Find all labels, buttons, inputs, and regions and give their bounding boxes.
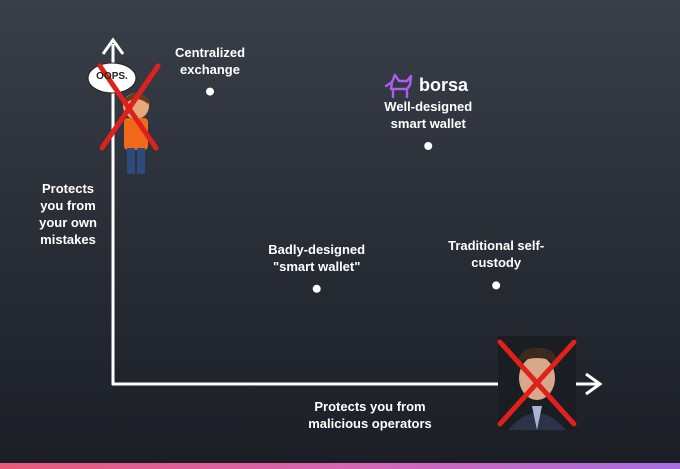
point-label: Traditional self- custody xyxy=(448,238,545,271)
point-dot xyxy=(492,281,501,290)
point-label: Well-designed smart wallet xyxy=(384,99,473,131)
point-dot xyxy=(424,142,433,150)
brand-logo: borsa xyxy=(383,70,468,100)
x-axis-arrowhead xyxy=(585,372,603,396)
person-portrait-icon xyxy=(497,336,577,430)
y-axis-label: Protects you from your own mistakes xyxy=(39,181,97,247)
brand-name: borsa xyxy=(419,74,469,95)
x-axis-figure xyxy=(488,336,586,430)
speech-bubble-text: OOPS. xyxy=(96,71,128,82)
dog-logo-icon xyxy=(384,73,413,99)
confused-person-icon xyxy=(87,62,161,174)
point-dot xyxy=(312,284,321,293)
points-layer xyxy=(206,87,501,293)
bottom-gradient-bar xyxy=(0,463,680,469)
y-axis-figure: OOPS. xyxy=(86,60,166,180)
y-axis-arrowhead xyxy=(101,37,125,55)
point-dot xyxy=(206,87,214,96)
x-axis-label: Protects you from malicious operators xyxy=(308,399,432,431)
point-label: Centralized exchange xyxy=(174,44,246,77)
point-label: Badly-designed "smart wallet" xyxy=(268,241,366,274)
